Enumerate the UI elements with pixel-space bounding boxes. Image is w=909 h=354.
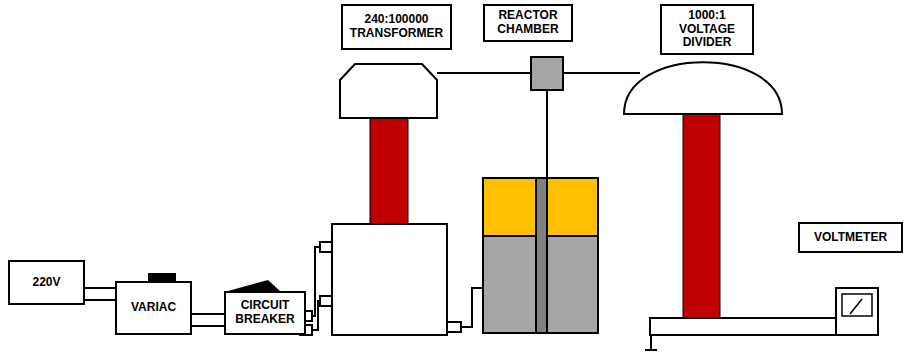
label-box: 1000:1 VOLTAGE DIVIDER bbox=[660, 4, 754, 55]
transformer-cap bbox=[340, 64, 437, 118]
voltmeter-dial bbox=[842, 294, 872, 316]
label-text: VOLTMETER bbox=[814, 231, 887, 245]
label-text: 1000:1 VOLTAGE DIVIDER bbox=[662, 9, 752, 50]
wire bbox=[85, 299, 115, 301]
hv-line bbox=[437, 72, 531, 74]
label-text: VARIAC bbox=[131, 301, 176, 315]
reactor-connector bbox=[531, 57, 563, 90]
label-text: CIRCUIT BREAKER bbox=[226, 299, 304, 327]
label-text: 220V bbox=[32, 276, 60, 290]
transformer-base bbox=[332, 224, 447, 335]
label-box: 220V bbox=[8, 260, 85, 305]
label-box: REACTOR CHAMBER bbox=[483, 4, 573, 42]
reactor-electrode bbox=[536, 178, 547, 333]
label-text: 240:100000 TRANSFORMER bbox=[343, 13, 450, 41]
return-wire bbox=[461, 288, 483, 327]
hv-line bbox=[563, 72, 640, 74]
breaker-switch bbox=[228, 280, 280, 291]
supply-wires bbox=[312, 247, 320, 330]
wire bbox=[192, 313, 224, 315]
divider-base bbox=[650, 318, 836, 335]
divider-column bbox=[683, 114, 720, 319]
ground-lead bbox=[650, 335, 652, 350]
label-text: REACTOR CHAMBER bbox=[485, 9, 571, 37]
transformer-bushing bbox=[370, 118, 408, 224]
label-box: VARIAC bbox=[115, 281, 192, 335]
hv-lead bbox=[546, 90, 548, 178]
variac-knob bbox=[148, 273, 176, 281]
divider-dome bbox=[624, 62, 782, 114]
voltmeter-needle bbox=[850, 299, 862, 314]
wire bbox=[192, 325, 224, 327]
label-box: CIRCUIT BREAKER bbox=[224, 291, 306, 335]
voltmeter-body bbox=[836, 288, 878, 335]
wire bbox=[85, 287, 115, 289]
label-box: 240:100000 TRANSFORMER bbox=[341, 4, 452, 50]
ground-symbol bbox=[645, 349, 657, 351]
label-box: VOLTMETER bbox=[798, 222, 903, 253]
transformer-terminals bbox=[320, 242, 461, 332]
